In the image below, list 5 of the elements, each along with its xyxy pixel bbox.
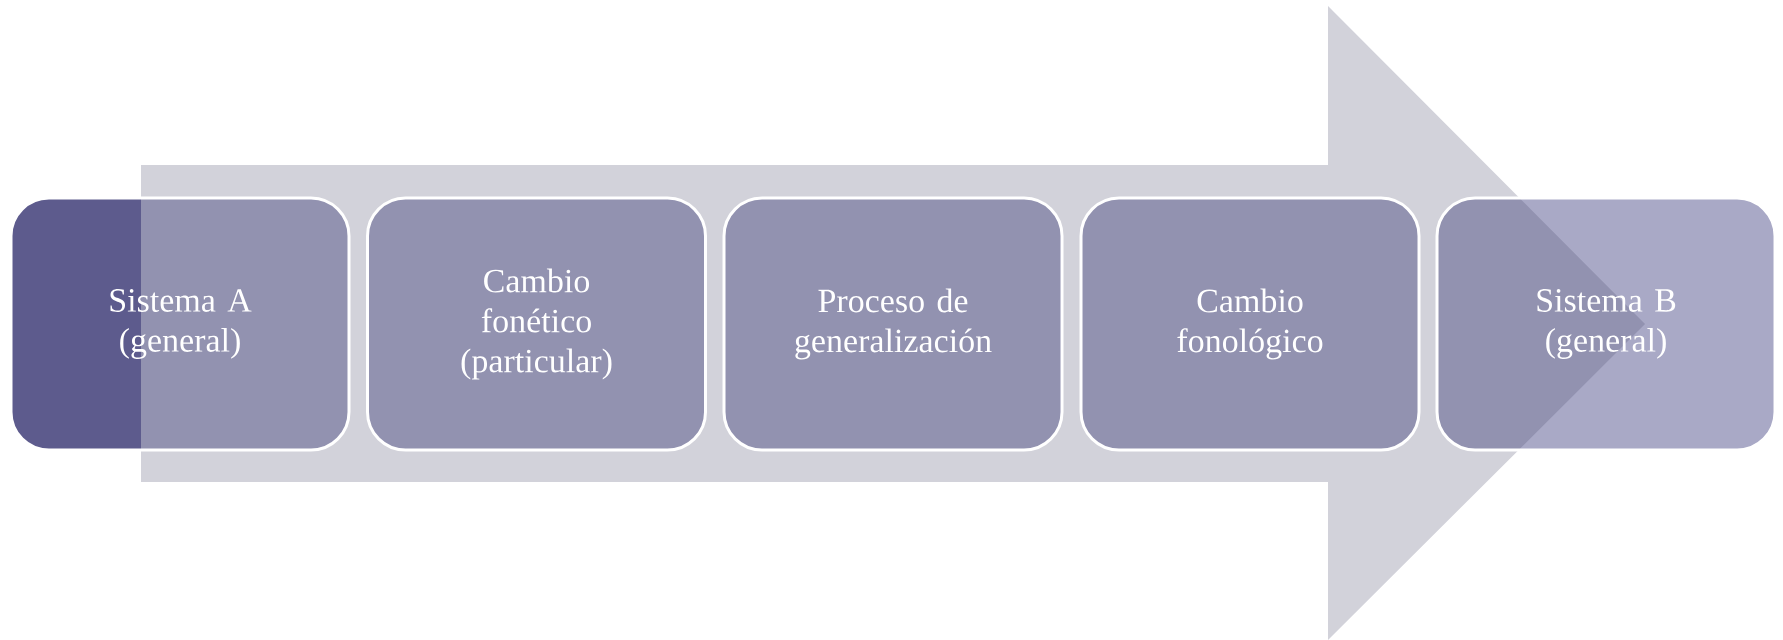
process-box: Sistema B (general) <box>1435 196 1777 452</box>
process-box: Cambio fonético (particular) <box>366 196 707 452</box>
process-box: Cambio fonológico <box>1079 196 1421 452</box>
process-box: Proceso de generalización <box>722 196 1064 452</box>
process-box: Sistema A (general) <box>9 196 351 452</box>
